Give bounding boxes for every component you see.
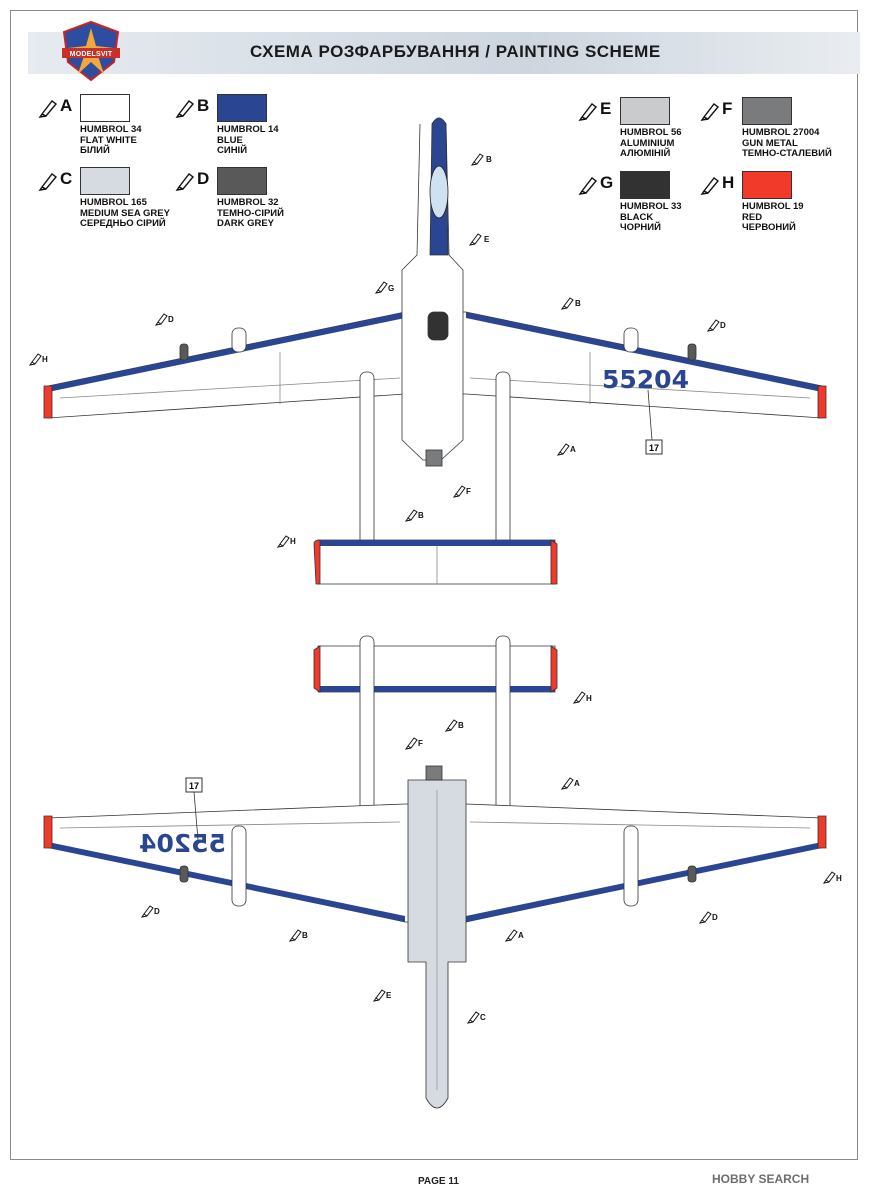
color-letter: F [722,99,733,118]
svg-text:G: G [388,284,394,293]
svg-text:E: E [484,235,490,244]
color-swatch-blue [217,94,267,122]
color-swatch-aluminium [620,97,670,125]
color-letter: B [197,96,210,115]
svg-text:B: B [575,299,581,308]
color-letter: H [722,173,735,192]
color-swatch-white [80,94,130,122]
color-swatch-black [620,171,670,199]
color-letter: A [60,96,73,115]
callouts-top: B E G B D D H A F B H [29,153,726,548]
serial-bottom: 55204 [139,829,226,858]
title-bar [28,32,860,74]
svg-text:A: A [574,779,580,788]
svg-text:F: F [466,487,471,496]
svg-text:D: D [154,907,160,916]
modelsvit-logo [62,20,120,82]
brush-icon [38,173,58,191]
brush-icon [578,177,598,195]
color-letter: C [60,169,73,188]
brush-icon [175,100,195,118]
svg-text:B: B [418,511,424,520]
svg-text:D: D [720,321,726,330]
brush-icon [175,173,195,191]
color-swatch-gun-metal [742,97,792,125]
svg-text:B: B [458,721,464,730]
callouts-bottom: H B F A H D D B A E C [141,691,842,1024]
svg-text:B: B [302,931,308,940]
bottom-view [43,635,827,1109]
svg-text:H: H [42,355,48,364]
color-swatch-dark-grey [217,167,267,195]
color-swatch-sea-grey [80,167,130,195]
svg-text:E: E [386,991,392,1000]
svg-text:H: H [836,874,842,883]
serial-top: 55204 [602,365,689,394]
color-letter: G [600,173,614,192]
logo-text: MODELSVIT [69,51,113,58]
color-letter: E [600,99,612,118]
brush-icon [38,100,58,118]
svg-text:F: F [418,739,423,748]
brush-icon [700,177,720,195]
svg-text:H: H [586,694,592,703]
top-view [43,117,827,585]
svg-text:H: H [290,537,296,546]
svg-text:D: D [712,913,718,922]
color-swatch-red [742,171,792,199]
page-number: PAGE 11 [418,1176,459,1187]
page-title: СХЕМА РОЗФАРБУВАННЯ / PAINTING SCHEME [250,42,661,61]
svg-text:A: A [570,445,576,454]
watermark: HOBBY SEARCH [712,1172,810,1186]
svg-text:C: C [480,1013,486,1022]
color-letter: D [197,169,210,188]
decal-ref-top: 17 [645,389,663,455]
svg-text:17: 17 [189,781,199,791]
decal-ref-bottom: 17 [185,777,203,841]
brush-icon [700,103,720,121]
svg-text:A: A [518,931,524,940]
page-frame [10,10,858,1160]
svg-text:17: 17 [649,443,659,453]
brush-icon [578,103,598,121]
svg-text:B: B [486,155,492,164]
svg-text:D: D [168,315,174,324]
